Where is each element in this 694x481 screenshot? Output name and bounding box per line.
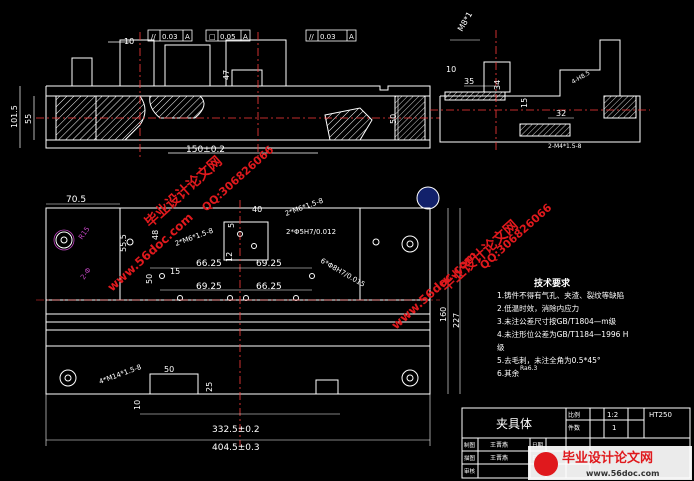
side-view: M8*1 10 35 34 32 15 4-H8.5 2-M4*1.5-8 [430, 10, 650, 150]
tech-item-5: 级 [497, 342, 505, 352]
dim-50b: 50 [164, 365, 174, 374]
tech-roughness: Ra6.3 [520, 365, 537, 372]
dim-10: 10 [124, 37, 134, 46]
note-holes5: 6*Φ8H7/0.015 [319, 257, 366, 289]
dim-55-5: 55.5 [119, 234, 128, 252]
side-holes2: 4-H8.5 [571, 70, 592, 86]
dim-50: 50 [145, 274, 154, 284]
tech-item-2: 2.低温时效，消除内应力 [497, 303, 579, 313]
dim-66-25-a: 66.25 [196, 259, 222, 269]
note-holes4: 4*M14*1.5-8 [98, 363, 143, 386]
tol3: 0.03 [320, 33, 336, 41]
designer-name: 王晋燕 [490, 441, 508, 449]
tol3-ref: A [349, 33, 354, 41]
dim-404: 404.5±0.3 [212, 443, 260, 453]
watermarks: 毕业设计论文网 www.56doc.com QQ:306826066 毕业设计论… [105, 143, 555, 332]
dim-69-25-b: 69.25 [196, 282, 222, 292]
tech-item-7: 6.其余 [497, 368, 520, 378]
side-dim-10: 10 [446, 65, 456, 74]
tol2: 0.05 [220, 33, 236, 41]
dim-160: 160 [439, 307, 448, 322]
footer-brand: 毕业设计论文网 [562, 450, 653, 466]
svg-text://: // [151, 33, 156, 41]
dim-40: 40 [252, 205, 262, 214]
tol1-ref: A [185, 33, 190, 41]
checker-name: 王晋燕 [490, 454, 508, 462]
side-dim-32: 32 [556, 109, 566, 118]
side-dim-15: 15 [520, 98, 529, 108]
designer-label: 制图 [464, 441, 476, 449]
footer-site: www.56doc.com [586, 469, 659, 478]
dim-150: 150±0.2 [186, 145, 225, 155]
dim-5: 5 [227, 223, 236, 228]
dim-25: 25 [205, 382, 214, 392]
scale-label: 比例 [568, 411, 580, 419]
side-dim-35: 35 [464, 77, 474, 86]
tol2-ref: A [243, 33, 248, 41]
qty-value: 1 [612, 424, 616, 432]
side-dim-34: 34 [493, 80, 502, 90]
scale-value: 1:2 [607, 411, 618, 419]
dim-227: 227 [452, 313, 461, 328]
side-holes: 2-M4*1.5-8 [548, 143, 582, 150]
tech-item-1: 1.铸件不得有气孔、夹渣、裂纹等缺陷 [497, 290, 624, 300]
view-marker-circle [416, 186, 440, 210]
dim-15: 15 [170, 267, 180, 276]
qty-label: 件数 [568, 424, 580, 432]
dim-10: 10 [133, 400, 142, 410]
wm-site-2: www.56doc.com [389, 248, 480, 332]
date-label-1: 日期 [532, 442, 544, 449]
dim-55: 55 [24, 114, 33, 124]
dim-12: 12 [225, 252, 234, 262]
tech-title: 技术要求 [534, 277, 571, 289]
note-holes3: 2*Φ5H7/0.012 [286, 228, 336, 236]
checker-label: 描图 [464, 454, 476, 462]
svg-text:□: □ [209, 33, 216, 41]
dim-48: 48 [151, 230, 160, 240]
dim-332: 332.5±0.2 [212, 425, 260, 435]
tech-item-6: 5.去毛刺，未注全角为0.5*45° [497, 355, 601, 365]
footer-logo: 毕业设计论文网 www.56doc.com [528, 446, 692, 480]
side-thread: M8*1 [456, 10, 474, 33]
note-m: 2-Φ [79, 266, 93, 281]
note-r15: R15 [77, 225, 91, 241]
dim-101: 101.5 [10, 105, 19, 128]
reviewer-label: 审核 [464, 467, 476, 475]
dim-47: 47 [222, 70, 231, 80]
part-name: 夹具体 [496, 417, 532, 431]
front-section-view: // 0.03 A □ 0.05 A // 0.03 A 10 47 101.5… [10, 29, 440, 160]
note-holes1: 2*M6*1.5-8 [284, 197, 324, 218]
dim-50: 50 [389, 114, 398, 124]
tech-item-4: 4.未注形位公差为GB/T1184—1996 H [497, 329, 628, 339]
svg-text://: // [309, 33, 314, 41]
tol1: 0.03 [162, 33, 178, 41]
dim-69-25-a: 69.25 [256, 259, 282, 269]
dim-66-25-b: 66.25 [256, 282, 282, 292]
tech-item-3: 3.未注公差尺寸按GB/T1804—m级 [497, 316, 617, 326]
tech-requirements: 技术要求 1.铸件不得有气孔、夹渣、裂纹等缺陷 2.低温时效，消除内应力 3.未… [497, 277, 628, 378]
material: HT250 [649, 411, 672, 419]
dim-70-5: 70.5 [66, 195, 86, 205]
